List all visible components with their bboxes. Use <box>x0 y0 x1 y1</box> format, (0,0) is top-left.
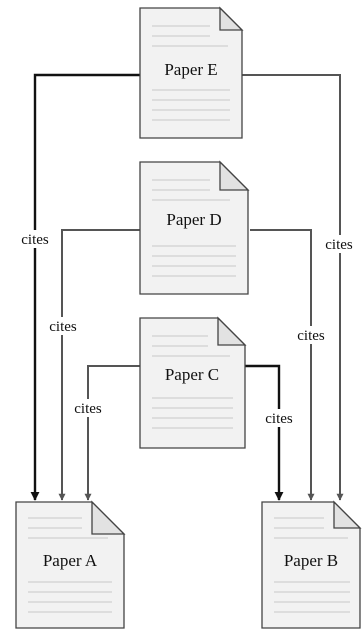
document-paper-a-label: Paper A <box>43 551 98 570</box>
edge-e-to-a-label-bg <box>14 230 56 248</box>
edge-e-to-b-path <box>240 74 344 501</box>
edge-e-to-a-path <box>30 73 140 501</box>
edge-d-to-a: cites <box>41 229 140 501</box>
document-paper-d-body <box>139 161 249 295</box>
edge-e-to-b: cites <box>240 74 362 501</box>
edge-d-to-b-label-bg <box>288 326 334 344</box>
edge-e-to-b-label-bg <box>317 235 362 253</box>
document-paper-d[interactable]: Paper D <box>139 160 250 295</box>
document-paper-a[interactable]: Paper A <box>15 500 126 629</box>
document-paper-e[interactable]: Paper E <box>139 6 244 139</box>
document-paper-c-label: Paper C <box>165 365 219 384</box>
edge-e-to-b-label: cites <box>325 237 353 253</box>
edge-d-to-a-label-bg <box>41 317 85 335</box>
document-paper-b-label: Paper B <box>284 551 338 570</box>
edge-c-to-a-label: cites <box>74 401 102 417</box>
edge-c-to-b-path <box>245 364 284 501</box>
edge-d-to-a-label: cites <box>49 319 77 335</box>
edge-c-to-a-path <box>84 365 140 501</box>
edge-d-to-b-label: cites <box>297 328 325 344</box>
edge-c-to-b-label: cites <box>265 411 293 427</box>
edge-d-to-b: cites <box>250 229 334 501</box>
edge-d-to-b-path <box>250 229 315 501</box>
document-paper-c-fold <box>217 316 247 346</box>
edge-c-to-a-label-bg <box>66 399 110 417</box>
document-paper-b-body <box>261 501 361 629</box>
edge-e-to-a-label: cites <box>21 232 49 248</box>
edge-c-to-b: cites <box>245 364 302 501</box>
document-paper-d-label: Paper D <box>166 210 221 229</box>
edge-d-to-a-path <box>58 229 140 501</box>
edge-e-to-a: cites <box>14 73 140 501</box>
edge-c-to-a: cites <box>66 365 140 501</box>
document-paper-e-body <box>139 7 243 139</box>
document-paper-d-fold <box>219 160 250 191</box>
document-paper-a-fold <box>91 500 126 535</box>
document-paper-c[interactable]: Paper C <box>139 316 247 449</box>
document-paper-b-fold <box>333 500 362 529</box>
edge-c-to-b-label-bg <box>256 409 302 427</box>
document-paper-c-body <box>139 317 246 449</box>
document-paper-e-label: Paper E <box>164 60 217 79</box>
document-paper-b[interactable]: Paper B <box>261 500 362 629</box>
document-paper-e-fold <box>219 6 244 31</box>
